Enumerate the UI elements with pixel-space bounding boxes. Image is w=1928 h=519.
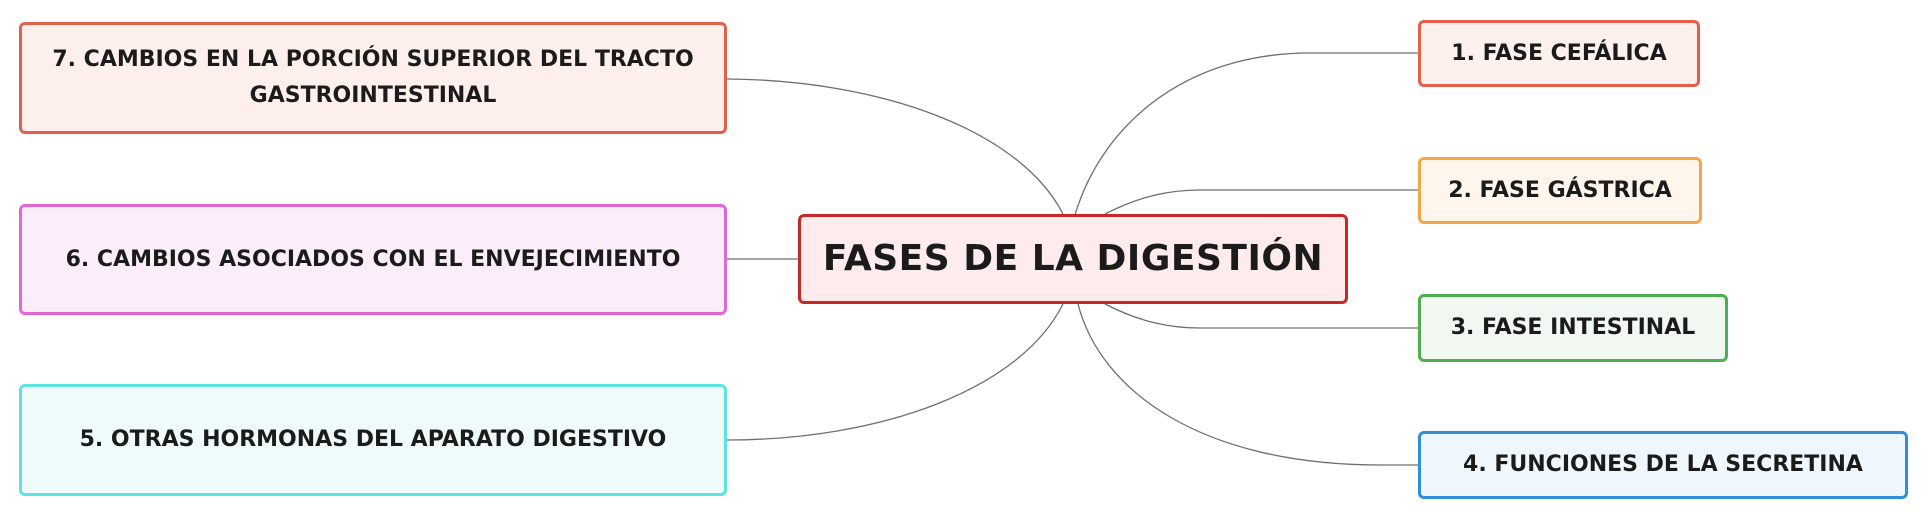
connector-b7 — [726, 78, 1064, 215]
branch-fase-gastrica[interactable]: 2. FASE GÁSTRICA — [1418, 157, 1702, 224]
connector-b1 — [1074, 52, 1418, 216]
branch-cambios-tracto-superior[interactable]: 7. CAMBIOS EN LA PORCIÓN SUPERIOR DEL TR… — [19, 22, 727, 134]
branch-otras-hormonas[interactable]: 5. OTRAS HORMONAS DEL APARATO DIGESTIVO — [19, 384, 727, 496]
connector-b5 — [726, 303, 1064, 441]
branch-cambios-envejecimiento[interactable]: 6. CAMBIOS ASOCIADOS CON EL ENVEJECIMIEN… — [19, 204, 727, 315]
branch-funciones-secretina[interactable]: 4. FUNCIONES DE LA SECRETINA — [1418, 431, 1908, 499]
connector-b3 — [1104, 303, 1418, 329]
branch-fase-intestinal[interactable]: 3. FASE INTESTINAL — [1418, 294, 1728, 362]
connector-b2 — [1104, 189, 1418, 215]
branch-fase-cefalica[interactable]: 1. FASE CEFÁLICA — [1418, 20, 1700, 87]
central-topic[interactable]: FASES DE LA DIGESTIÓN — [798, 214, 1348, 304]
connector-b4 — [1077, 303, 1418, 466]
